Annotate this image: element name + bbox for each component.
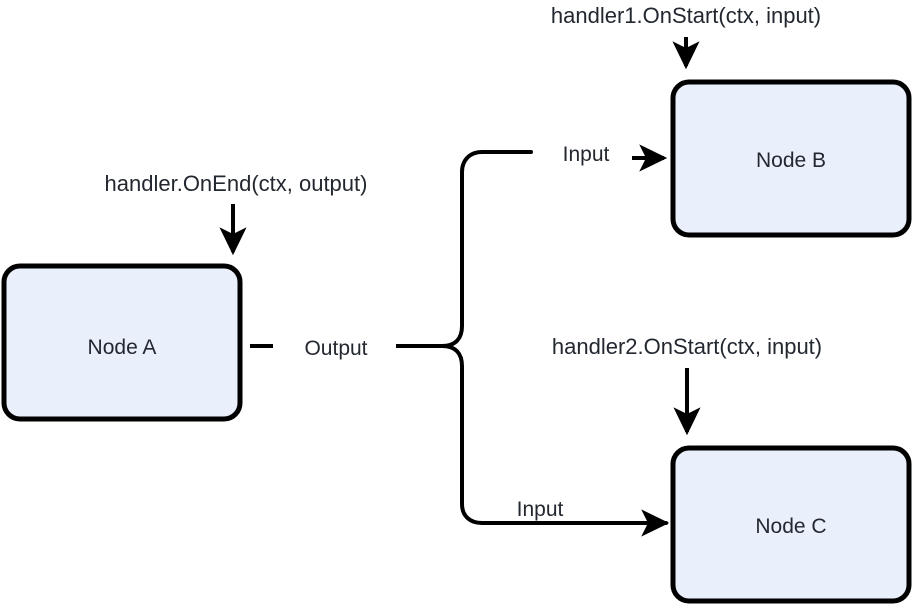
node-a-group[interactable]: Node A [1,263,243,422]
node-b-group[interactable]: Node B [670,79,912,238]
node-c-input-label: Input [517,498,564,521]
node-b-input-label: Input [563,143,610,166]
output-label: Output [304,337,367,360]
handler1-start-label: handler1.OnStart(ctx, input) [551,3,821,28]
handler2-start-label: handler2.OnStart(ctx, input) [552,334,822,359]
node-a-box[interactable] [1,263,243,422]
node-c-group[interactable]: Node C [670,445,912,604]
node-b-input-group: Input [563,143,668,172]
node-b-box[interactable] [670,79,912,238]
branch-to-node-b [440,150,533,348]
node-b-label: Node B [756,149,826,172]
branch-split-group [440,150,670,537]
node-c-input-group: Input [517,498,564,521]
branch-to-node-c [440,344,670,537]
handler-end-label: handler.OnEnd(ctx, output) [105,171,368,196]
node-c-label: Node C [755,515,826,538]
node-c-box[interactable] [670,445,912,604]
node-a-label: Node A [88,336,157,359]
output-edge-group: Output [250,337,442,360]
